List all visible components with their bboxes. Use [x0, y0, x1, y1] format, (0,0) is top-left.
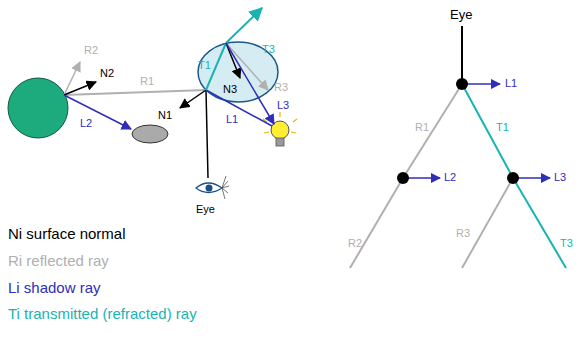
ray-label: T3	[262, 44, 275, 55]
drawing-stroke	[222, 176, 229, 199]
legend-entry: Li shadow ray	[8, 280, 101, 295]
normal-label: N2	[100, 68, 114, 79]
eye-ray	[206, 90, 208, 178]
tree-node-dot	[507, 172, 519, 184]
gray-object	[132, 125, 168, 143]
ray-label: R3	[274, 82, 288, 93]
green-sphere	[8, 78, 68, 138]
normal-arrow	[180, 90, 206, 108]
shadow-ray	[64, 95, 131, 129]
legend-text: Ti transmitted (refracted) ray	[8, 305, 197, 322]
legend-entry: Ri reflected ray	[8, 253, 109, 268]
normal-arrow	[226, 43, 240, 78]
shadow-ray	[206, 90, 272, 126]
eye-icon	[196, 176, 229, 199]
ray-tree	[350, 26, 566, 268]
tree-ray-label: R2	[348, 238, 362, 249]
drawing-stroke	[276, 138, 284, 146]
ray-label: T1	[198, 60, 211, 71]
eye-label: Eye	[196, 204, 215, 215]
tree-node-dot	[206, 185, 213, 192]
ray-label: R2	[84, 45, 98, 56]
legend-entry: Ni surface normal	[8, 226, 126, 241]
reflected-ray	[226, 43, 268, 90]
ray-line	[403, 84, 462, 178]
tree-ray-label: L1	[505, 78, 517, 89]
light-bulb	[263, 112, 297, 146]
normal-arrow	[64, 82, 96, 95]
ray-line	[461, 26, 463, 84]
drawing-stroke	[196, 183, 222, 193]
ray-line	[350, 178, 403, 268]
legend-text: Li shadow ray	[8, 279, 101, 296]
tree-ray-label: T1	[496, 122, 509, 133]
legend-text: Ri reflected ray	[8, 252, 109, 269]
tree-node-dot	[397, 172, 409, 184]
tree-root-label: Eye	[450, 8, 472, 21]
ray-line	[462, 178, 513, 268]
ray-line	[462, 84, 513, 178]
legend-text: Ni surface normal	[8, 225, 126, 242]
normal-label: N3	[223, 84, 237, 95]
tree-ray-label: R3	[456, 228, 470, 239]
ray-line	[513, 178, 566, 268]
tree-ray-label: L3	[554, 172, 566, 183]
ray-label: L1	[226, 114, 238, 125]
tree-ray-label: R1	[415, 122, 429, 133]
ray-label: L2	[80, 118, 92, 129]
tree-ray-label: T3	[560, 238, 573, 249]
tree-ray-label: L2	[444, 172, 456, 183]
ray-label: R1	[140, 76, 154, 87]
transmitted-ray	[226, 8, 262, 43]
ray-label: L3	[277, 100, 289, 111]
tree-node-dot	[456, 78, 468, 90]
normal-label: N1	[158, 110, 172, 121]
legend-entry: Ti transmitted (refracted) ray	[8, 306, 197, 321]
reflected-ray	[64, 90, 206, 95]
